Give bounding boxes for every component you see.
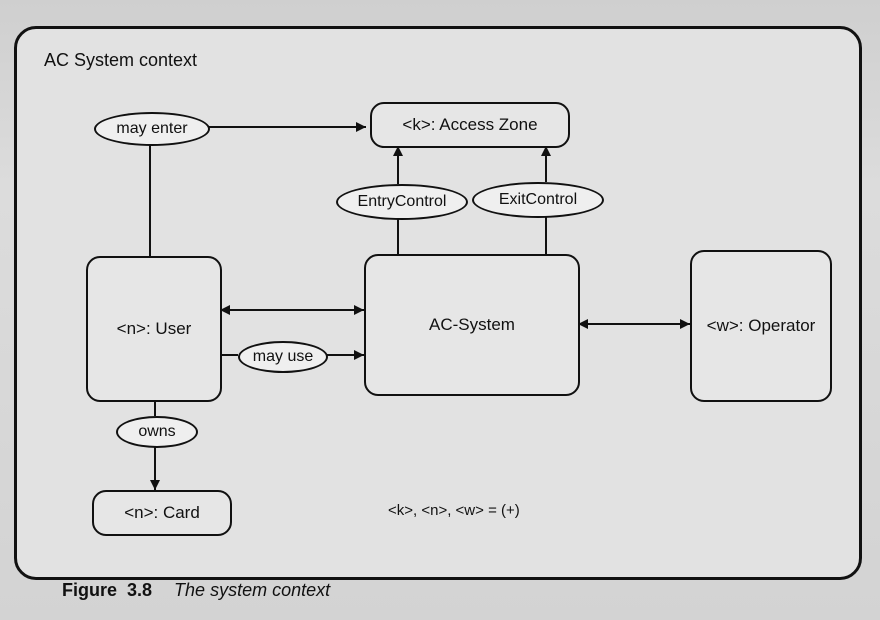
may-enter-relation: may enter — [94, 112, 210, 146]
card-node: <n>: Card — [92, 490, 232, 536]
multiplicity-note: <k>, <n>, <w> = (+) — [388, 502, 520, 519]
exit-control-relation: ExitControl — [472, 182, 604, 218]
caption-number: 3.8 — [127, 580, 153, 600]
context-title: AC System context — [44, 50, 198, 70]
entry-control-relation: EntryControl — [336, 184, 468, 220]
caption-title: The system context — [174, 580, 331, 600]
caption-label: Figure — [62, 580, 118, 600]
access-zone-node: <k>: Access Zone — [370, 102, 570, 148]
figure-caption: Figure 3.8 The system context — [62, 580, 330, 601]
owns-relation: owns — [116, 416, 198, 448]
ac-system-node: AC-System — [364, 254, 580, 396]
user-node: <n>: User — [86, 256, 222, 402]
operator-node: <w>: Operator — [690, 250, 832, 402]
may-use-relation: may use — [238, 341, 328, 373]
